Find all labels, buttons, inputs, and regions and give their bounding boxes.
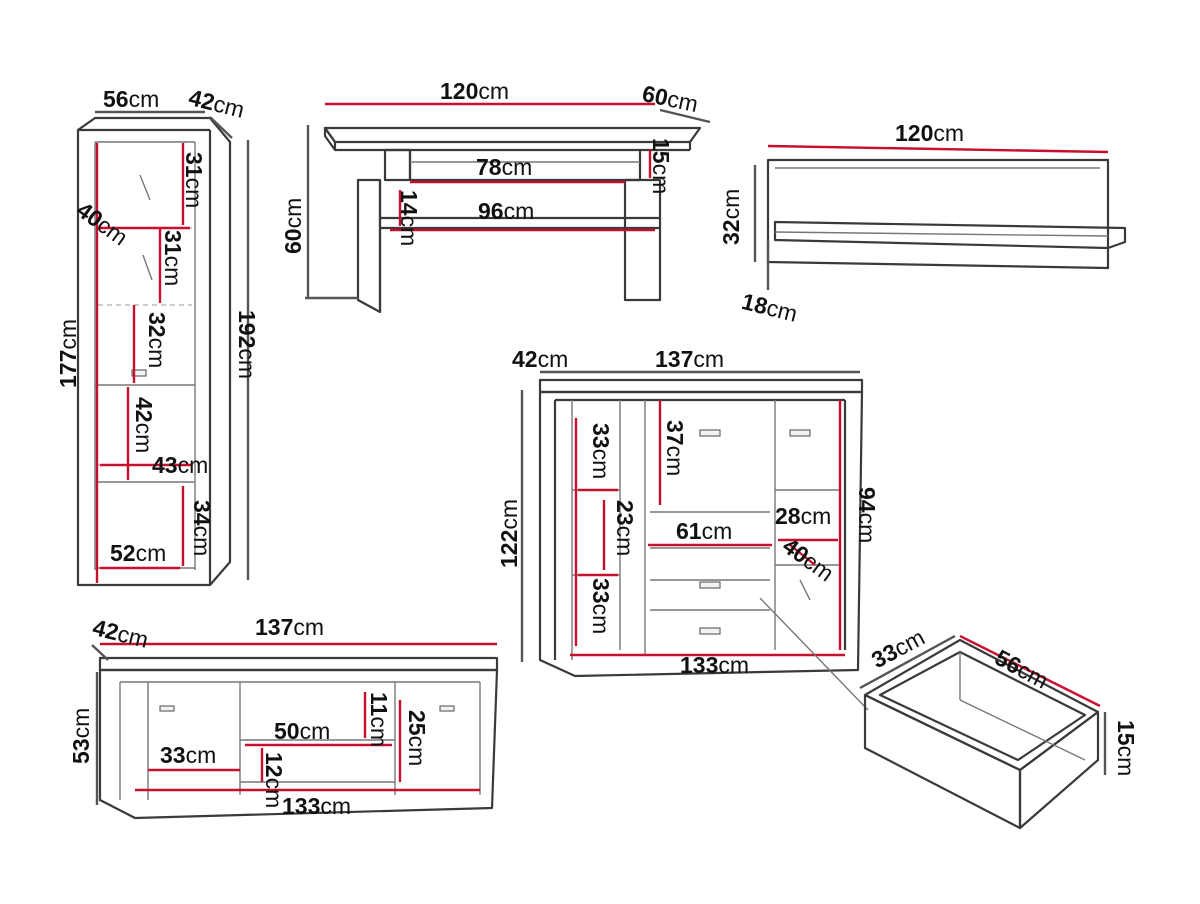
chest-center-width-label: 61cm — [676, 518, 733, 544]
tv-stand-drawing — [91, 642, 499, 820]
shelf-height-label: 32cm — [718, 188, 744, 245]
vitrine-width-label: 56cm — [103, 86, 160, 112]
tv-width-label: 137cm — [255, 614, 325, 640]
vitrine-shelf-4-label: 42cm — [131, 397, 157, 454]
chest-left-shelf-1-label: 33cm — [588, 423, 614, 480]
tv-right-door-label: 25cm — [404, 710, 430, 767]
chest-depth-label: 42cm — [512, 346, 569, 372]
vitrine-height-body-label: 177cm — [55, 318, 81, 388]
tv-inner-width-label: 133cm — [282, 793, 352, 819]
chest-inner-width-label: 133cm — [680, 652, 750, 678]
wall-shelf-drawing — [753, 144, 1127, 290]
vitrine-shelf-2-label: 31cm — [160, 230, 186, 287]
shelf-width-label: 120cm — [895, 120, 965, 146]
vitrine-height-total-label: 192cm — [234, 310, 260, 380]
chest-height-label: 122cm — [496, 498, 522, 568]
chest-left-shelf-2-label: 23cm — [612, 500, 638, 557]
chest-right-shelf-label: 28cm — [775, 503, 832, 529]
vitrine-drawer-width-label: 52cm — [110, 540, 167, 566]
tv-left-shelf-label: 33cm — [160, 742, 217, 768]
vitrine-inner-width-label: 43cm — [152, 452, 209, 478]
table-width-label: 120cm — [440, 78, 510, 104]
chest-drawing — [520, 370, 869, 711]
chest-width-label: 137cm — [655, 346, 725, 372]
chest-left-shelf-3-label: 33cm — [588, 578, 614, 635]
tv-niche-width-label: 50cm — [274, 718, 331, 744]
drawer-height-label: 15cm — [1113, 720, 1139, 777]
tv-height-label: 53cm — [68, 707, 94, 764]
chest-inner-height-label: 94cm — [854, 487, 880, 544]
table-upper-height-label: 15cm — [648, 138, 674, 195]
vitrine-shelf-1-label: 31cm — [181, 152, 207, 209]
table-lower-width-label: 96cm — [478, 198, 535, 224]
vitrine-shelf-3-label: 32cm — [144, 312, 170, 369]
drawer-drawing — [859, 634, 1107, 830]
coffee-table-drawing — [305, 102, 711, 314]
vitrine-drawing — [76, 110, 250, 587]
chest-center-top-label: 37cm — [662, 420, 688, 477]
table-lower-height-label: 14cm — [396, 190, 422, 247]
table-height-label: 60cm — [280, 197, 306, 254]
vitrine-drawer-height-label: 34cm — [189, 500, 215, 557]
tv-niche-top-label: 11cm — [366, 692, 392, 747]
table-upper-width-label: 78cm — [476, 154, 533, 180]
